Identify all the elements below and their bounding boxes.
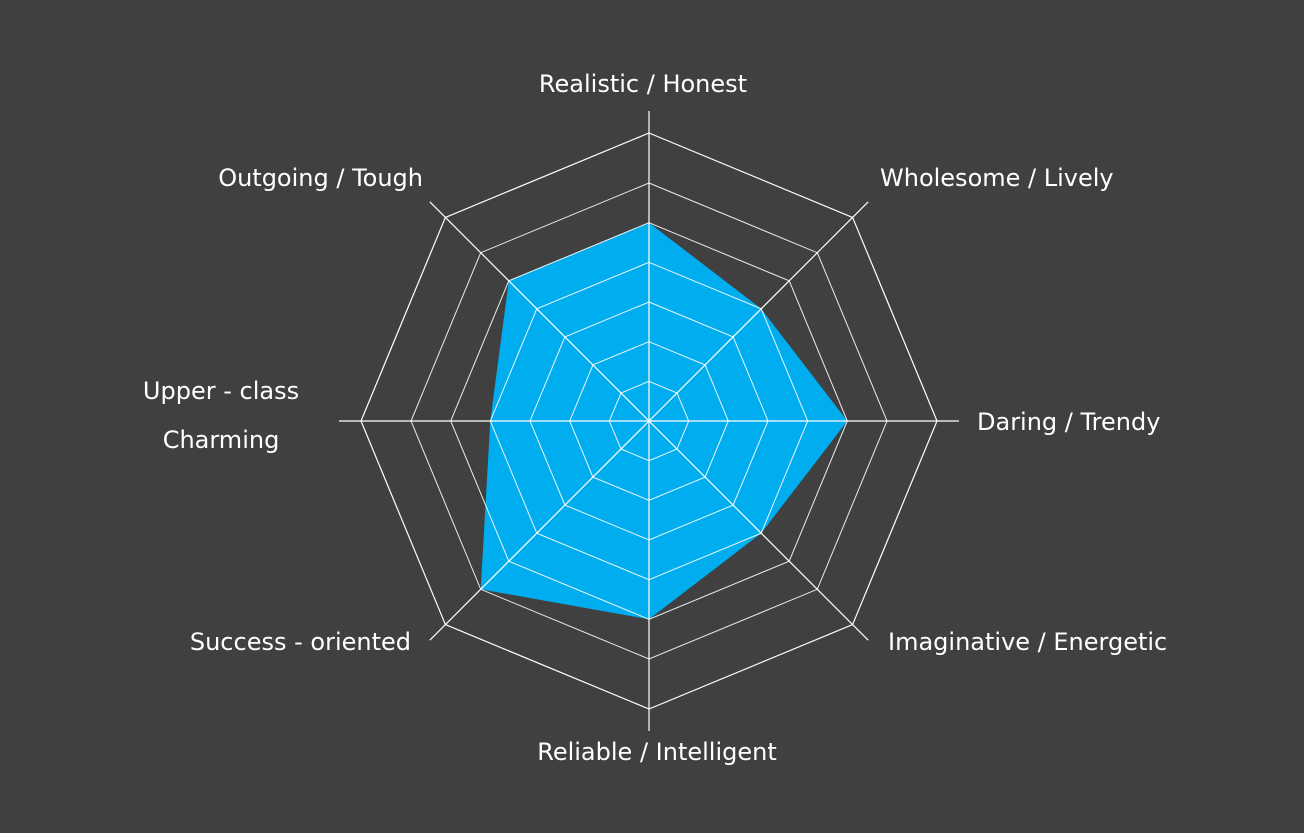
axis-label-8-line-1: Outgoing / Tough bbox=[218, 164, 423, 192]
axis-label-7-line-2: Charming bbox=[163, 426, 280, 454]
axis-label-3-line-1: Daring / Trendy bbox=[977, 408, 1160, 436]
axis-label-6: Success - oriented bbox=[190, 628, 411, 656]
axis-label-3: Daring / Trendy bbox=[977, 408, 1160, 436]
axis-label-5-line-1: Reliable / Intelligent bbox=[537, 738, 777, 766]
grid-spoke-6 bbox=[429, 420, 650, 641]
axis-label-7-line-1: Upper - class bbox=[143, 377, 299, 405]
grid-spoke-4 bbox=[648, 420, 869, 641]
grid-layer bbox=[339, 111, 959, 731]
axis-label-5: Reliable / Intelligent bbox=[537, 738, 777, 766]
axis-label-2-line-1: Wholesome / Lively bbox=[880, 164, 1114, 192]
axis-label-1: Realistic / Honest bbox=[539, 70, 747, 98]
grid-spoke-8 bbox=[429, 201, 650, 422]
axis-label-1-line-1: Realistic / Honest bbox=[539, 70, 747, 98]
axis-label-6-line-1: Success - oriented bbox=[190, 628, 411, 656]
axis-label-4-line-1: Imaginative / Energetic bbox=[888, 628, 1167, 656]
grid-spoke-2 bbox=[648, 201, 869, 422]
axis-label-4: Imaginative / Energetic bbox=[888, 628, 1167, 656]
axis-label-2: Wholesome / Lively bbox=[880, 164, 1114, 192]
axis-label-8: Outgoing / Tough bbox=[218, 164, 423, 192]
